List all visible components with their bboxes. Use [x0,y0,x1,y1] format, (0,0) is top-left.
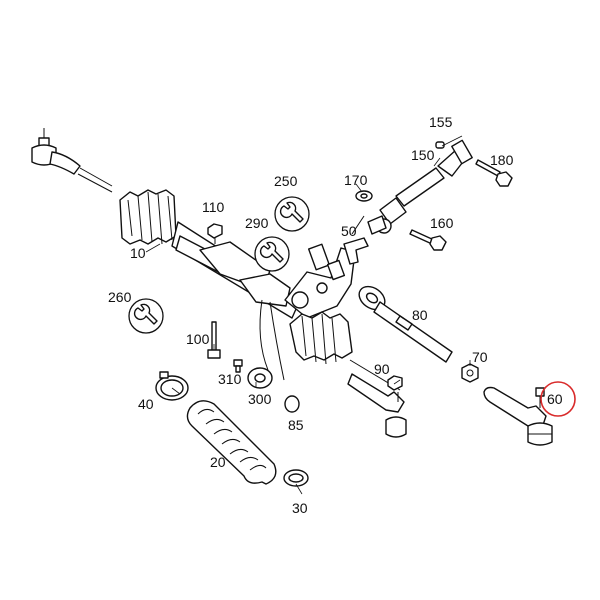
label-70: 70 [472,349,488,365]
label-155: 155 [429,114,453,130]
label-310: 310 [218,371,242,387]
jam-nut [461,363,479,383]
label-150: 150 [411,147,435,163]
shaft-bolt [475,159,513,187]
leader-lines [145,135,471,495]
label-20: 20 [210,454,226,470]
label-300: 300 [248,391,272,407]
left-tie-rod-end [31,128,113,193]
outer-tie-rod-end-60 [483,386,553,446]
label-170: 170 [344,172,368,188]
bellows-boot-20 [186,400,277,485]
label-80: 80 [412,307,428,323]
cap-85 [284,395,300,413]
label-85: 85 [288,417,304,433]
part-labels: 10 20 30 40 50 60 70 80 85 90 100 110 15… [108,114,563,516]
grommet-300 [247,367,273,389]
screw-310 [233,359,243,373]
intermediate-steering-shaft [351,139,473,235]
label-40: 40 [138,396,154,412]
wrench-icon [274,196,310,232]
steering-rack-housing [119,189,401,391]
label-250: 250 [274,173,298,189]
bolt-100 [207,321,221,359]
clamp-30 [283,469,309,487]
label-90: 90 [374,361,390,377]
mounting-bolt-160 [409,229,447,251]
shaft-clip [435,141,445,149]
label-50: 50 [341,223,357,239]
wrench-icon [128,298,164,334]
label-160: 160 [430,215,454,231]
clamp-40 [155,371,189,401]
highlight-circle-60 [540,381,576,417]
label-290: 290 [245,215,269,231]
nut-110 [207,223,223,244]
label-180: 180 [490,152,514,168]
label-100: 100 [186,331,210,347]
label-260: 260 [108,289,132,305]
inner-tie-rod [358,285,453,363]
wrench-icon [254,236,290,272]
label-110: 110 [202,199,225,215]
label-30: 30 [292,500,308,516]
bracket-50 [343,237,369,265]
label-10: 10 [130,245,146,261]
right-outer-tie-rod-attached [347,373,407,438]
washer-170 [355,190,373,202]
label-60: 60 [547,391,563,407]
